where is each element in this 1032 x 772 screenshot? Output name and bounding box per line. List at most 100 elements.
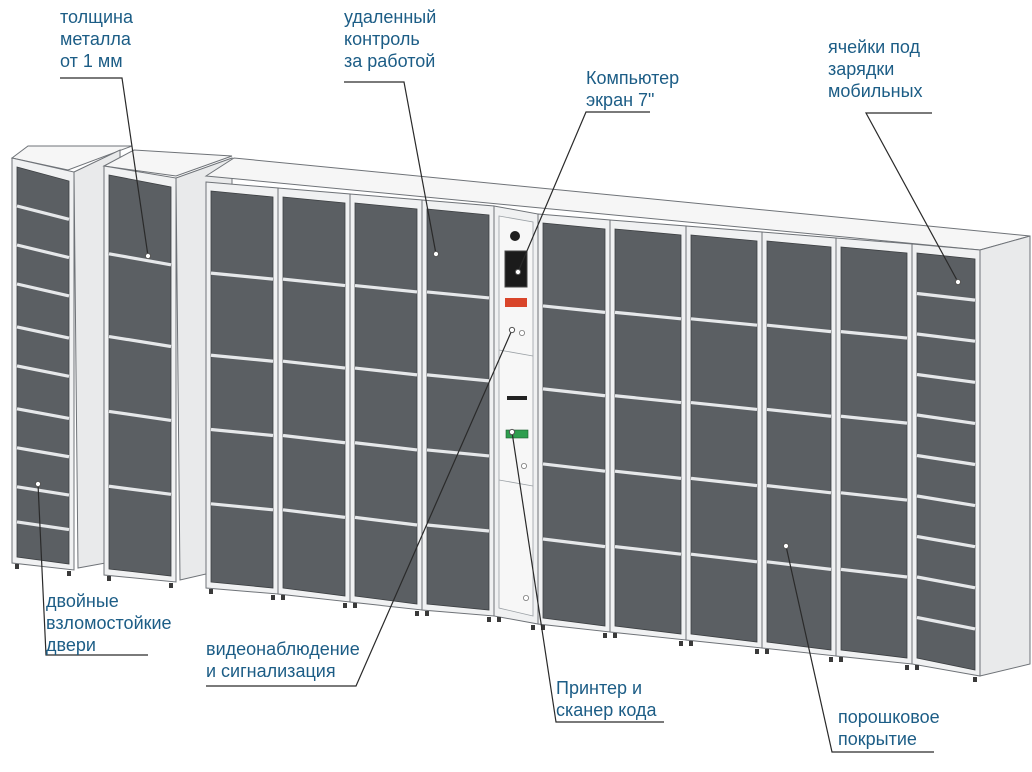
foot [915, 665, 919, 670]
locker-column-7 [685, 225, 763, 654]
locker-column-2 [277, 187, 351, 608]
foot [829, 657, 833, 662]
door-divider [542, 462, 606, 473]
door-divider [16, 485, 70, 497]
second-cabinet [103, 165, 177, 588]
locker-column-10 [911, 243, 981, 682]
label-line: сканер кода [556, 700, 657, 720]
label-line: Компьютер [586, 68, 680, 88]
door-divider [108, 409, 172, 422]
label-powder-coating: порошковое покрытие [838, 706, 940, 750]
door-divider [108, 334, 172, 349]
leader-video-alarm [206, 326, 516, 687]
leader-line [785, 545, 934, 753]
label-line: за работой [344, 51, 436, 71]
locker-column-6 [609, 219, 687, 646]
leader-line [37, 483, 148, 656]
door-divider [426, 290, 490, 300]
foot [497, 617, 501, 622]
leader-phone-charging [864, 112, 962, 286]
label-remote-control: удаленный контроль за работой [344, 6, 436, 72]
door-divider [16, 282, 70, 298]
leader-end-dot [508, 326, 516, 334]
label-line: взломостойкие [46, 613, 172, 633]
locker-column-8 [761, 231, 837, 662]
door-divider [16, 520, 70, 532]
leader-printer-scanner [508, 428, 664, 723]
door-divider [916, 494, 976, 508]
door-divider [840, 330, 908, 340]
leader-line [511, 431, 664, 723]
label-line: мобильных [828, 81, 923, 101]
label-line: двойные [46, 591, 119, 611]
door-divider [690, 317, 758, 327]
door-divider [916, 413, 976, 425]
lock-dot [519, 329, 526, 336]
leader-lines [34, 77, 962, 753]
leader-end-dot [508, 428, 516, 436]
door-divider [108, 484, 172, 496]
foot [353, 603, 357, 608]
foot [679, 641, 683, 646]
leader-computer-screen [514, 111, 650, 276]
leader-end-dot [144, 252, 152, 260]
foot [281, 595, 285, 600]
door-divider [210, 427, 274, 438]
receipt-printer-icon [505, 298, 527, 307]
leader-line [517, 111, 650, 273]
foot [765, 649, 769, 654]
door-divider [542, 304, 606, 314]
foot [755, 649, 759, 654]
barcode-scanner-icon [505, 429, 529, 439]
foot [487, 617, 491, 622]
door-divider [614, 545, 682, 556]
door-divider [614, 469, 682, 480]
left-cabinet [11, 157, 75, 576]
lock-dot [521, 462, 528, 469]
door-divider [916, 291, 976, 302]
foot [343, 603, 347, 608]
leader-double-doors [34, 480, 148, 656]
door-divider [840, 491, 908, 502]
label-double-doors: двойные взломостойкие двери [46, 590, 172, 656]
foot [271, 595, 275, 600]
main-block-side [979, 235, 1031, 677]
door-panel [766, 240, 832, 651]
door-divider [354, 366, 418, 377]
label-line: Принтер и [556, 678, 643, 698]
label-phone-charging-cells: ячейки под зарядки мобильных [828, 36, 923, 102]
door-divider [282, 433, 346, 445]
foot [425, 611, 429, 616]
foot [603, 633, 607, 638]
leader-end-dot [514, 268, 522, 276]
door-divider [108, 252, 172, 267]
label-line: ячейки под [828, 37, 920, 57]
camera-icon [510, 231, 520, 241]
door-divider [16, 204, 70, 221]
label-line: порошковое [838, 707, 940, 727]
door-divider [426, 523, 490, 533]
door-divider [916, 332, 976, 343]
door-divider [916, 575, 976, 590]
terminal-seam [498, 479, 534, 487]
foot [541, 625, 545, 630]
leader-line [60, 77, 149, 257]
door-divider [766, 323, 832, 334]
label-line: экран 7" [586, 90, 655, 110]
leader-end-dot [34, 480, 42, 488]
door-divider [542, 387, 606, 398]
terminal-seam [498, 349, 534, 357]
label-line: зарядки [828, 59, 895, 79]
door-divider [282, 508, 346, 519]
door-divider [16, 364, 70, 378]
leader-line [206, 329, 513, 687]
label-line: от 1 мм [60, 51, 123, 71]
locker-column-4 [421, 199, 495, 622]
label-line: покрытие [838, 729, 917, 749]
door-divider [840, 414, 908, 425]
door-divider [210, 271, 274, 281]
door-divider [690, 476, 758, 488]
cabinet-top [102, 149, 233, 177]
foot [107, 576, 111, 581]
